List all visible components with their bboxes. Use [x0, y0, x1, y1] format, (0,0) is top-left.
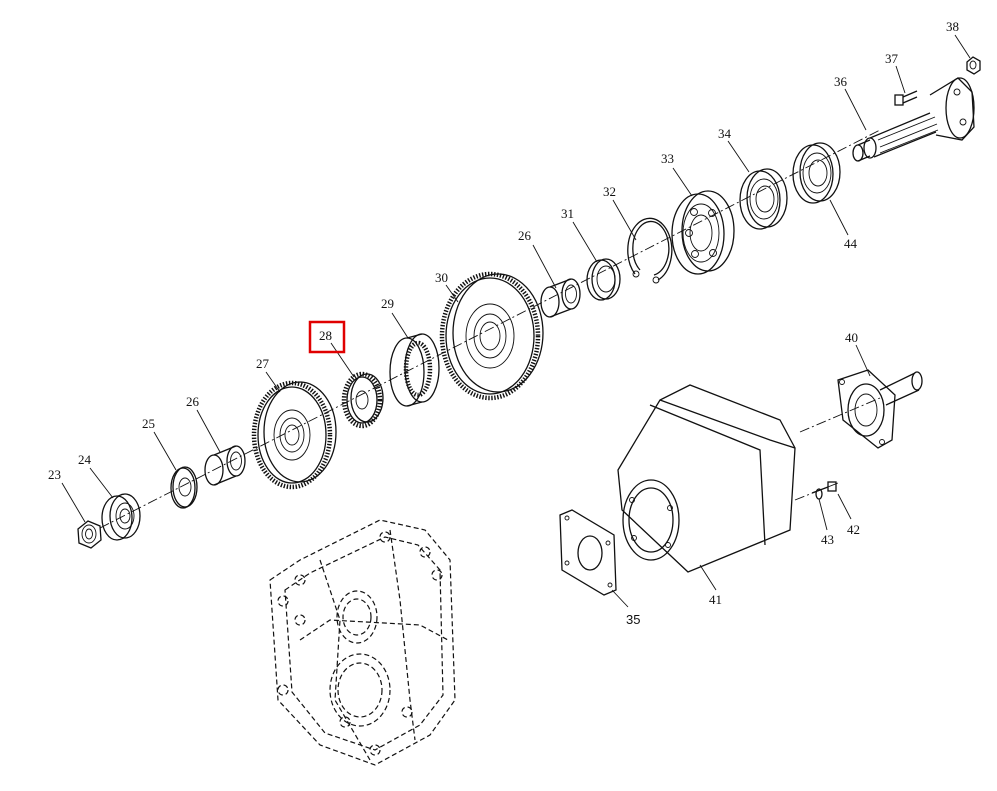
callout-44: 44: [844, 236, 858, 251]
part-28-small-gear: [341, 371, 384, 429]
part-33-bearing: [671, 190, 735, 275]
gearbox-case-dashed: [269, 519, 456, 766]
highlight-box-28: [308, 320, 346, 354]
callout-43: 43: [821, 532, 834, 547]
part-26a-bushing: [204, 445, 246, 486]
part-40-flange-housing: [799, 369, 923, 449]
part-27-large-gear: [251, 380, 337, 490]
callout-25: 25: [142, 416, 155, 431]
callout-36: 36: [834, 74, 848, 89]
part-38-nut: [966, 56, 981, 75]
callout-labels: 23 24 25 26 27 28 29 30 26 31 32 33 34 3…: [48, 19, 959, 627]
callout-34: 34: [718, 126, 732, 141]
callout-23: 23: [48, 467, 61, 482]
part-41-housing-cover: [617, 384, 796, 573]
part-29-sync-ring: [389, 333, 440, 407]
callout-28: 28: [319, 328, 332, 343]
callout-31: 31: [561, 206, 574, 221]
callout-37: 37: [885, 51, 899, 66]
part-32-snap-ring: [627, 217, 673, 284]
callout-40: 40: [845, 330, 858, 345]
callout-27: 27: [256, 356, 270, 371]
part-26b-bushing: [540, 278, 581, 318]
main-shaft-axis: [99, 129, 881, 529]
callout-26b: 26: [518, 228, 532, 243]
part-35-gasket: [559, 509, 617, 596]
callout-35: 35: [626, 612, 640, 627]
part-37-bolt: [894, 90, 918, 106]
callout-29: 29: [381, 296, 394, 311]
callout-30: 30: [435, 270, 448, 285]
part-42-bolt: [811, 481, 837, 494]
leader-lines: [61, 34, 971, 608]
callout-32: 32: [603, 184, 616, 199]
part-24-bearing: [101, 493, 141, 541]
part-44-oil-seal: [792, 142, 841, 204]
part-36-output-shaft: [852, 77, 975, 162]
callout-33: 33: [661, 151, 674, 166]
callout-42: 42: [847, 522, 860, 537]
part-31-ring: [586, 258, 621, 301]
part-25-washer: [170, 466, 198, 509]
callout-38: 38: [946, 19, 959, 34]
bolt-axis: [794, 482, 839, 501]
callout-24: 24: [78, 452, 92, 467]
part-30-large-gear: [439, 271, 544, 401]
callout-41: 41: [709, 592, 722, 607]
part-23-hex-nut: [77, 520, 102, 549]
part-34-oil-seal: [739, 168, 788, 230]
callout-26a: 26: [186, 394, 200, 409]
